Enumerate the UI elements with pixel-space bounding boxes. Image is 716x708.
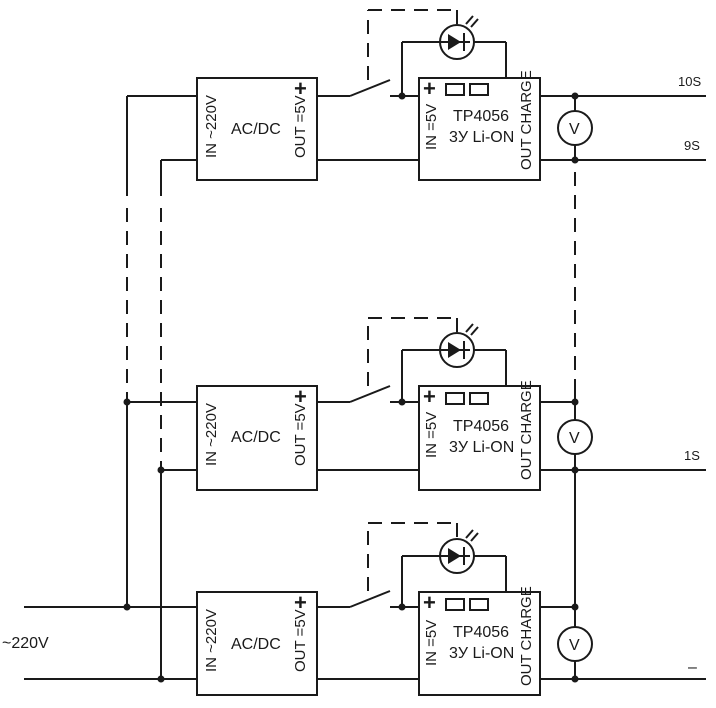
adc-input-label: IN ~220V	[203, 403, 220, 466]
charger-box	[418, 591, 541, 696]
power-switch	[349, 590, 391, 608]
module-stage-bottom: IN ~220V AC/DC OUT =5V + + IN =5V TP4056	[196, 522, 706, 696]
voltmeter-symbol: V	[569, 430, 580, 447]
voltmeter-symbol: V	[569, 121, 580, 138]
cell-label-10s: 10S	[678, 74, 701, 89]
charger-box	[418, 77, 541, 181]
charger-model: TP4056	[453, 624, 509, 641]
adc-output-label: OUT =5V	[292, 95, 309, 158]
module-stage-middle: IN ~220V AC/DC OUT =5V + + IN =5V TP4056	[196, 317, 706, 607]
adc-output-label: OUT =5V	[292, 609, 309, 672]
charger-plus-sign: +	[423, 384, 436, 409]
voltmeter-bottom	[557, 626, 593, 662]
voltmeter-symbol: V	[569, 637, 580, 654]
adc-input-label: IN ~220V	[203, 609, 220, 672]
charger-input-label: IN =5V	[423, 412, 440, 458]
power-switch	[349, 79, 391, 97]
adc-output-label: OUT =5V	[292, 403, 309, 466]
charger-plus-sign: +	[423, 590, 436, 615]
led-indicator	[439, 529, 479, 574]
led-indicator	[439, 323, 479, 368]
cell-label-1s: 1S	[684, 448, 700, 463]
charger-output-label: OUT CHARGE	[518, 586, 535, 686]
adc-name: AC/DC	[231, 121, 281, 138]
adc-plus-sign: +	[294, 384, 307, 409]
charger-cell-type: 3У Li-ON	[449, 129, 514, 146]
module-stage-top: IN ~220V AC/DC OUT =5V + + IN =5V TP4056	[196, 9, 706, 390]
charger-input-label: IN =5V	[423, 620, 440, 666]
charger-input-label: IN =5V	[423, 104, 440, 150]
adc-converter-box	[196, 385, 318, 491]
adc-converter-box	[196, 77, 318, 181]
adc-plus-sign: +	[294, 76, 307, 101]
charger-model: TP4056	[453, 108, 509, 125]
led-indicator	[439, 15, 479, 60]
charger-output-label: OUT CHARGE	[518, 70, 535, 170]
charger-cell-type: 3У Li-ON	[449, 645, 514, 662]
adc-input-label: IN ~220V	[203, 95, 220, 158]
power-switch	[349, 385, 391, 403]
mains-label: ~220V	[2, 635, 49, 652]
adc-name: AC/DC	[231, 636, 281, 653]
charger-cell-type: 3У Li-ON	[449, 439, 514, 456]
cell-label-9s: 9S	[684, 138, 700, 153]
charger-output-label: OUT CHARGE	[518, 380, 535, 480]
voltmeter-top	[557, 110, 593, 146]
charger-model: TP4056	[453, 418, 509, 435]
adc-plus-sign: +	[294, 590, 307, 615]
adc-name: AC/DC	[231, 429, 281, 446]
charger-plus-sign: +	[423, 76, 436, 101]
cell-label-negative: –	[688, 659, 697, 676]
adc-converter-box	[196, 591, 318, 696]
voltmeter-middle	[557, 419, 593, 455]
mains-bus	[24, 95, 197, 683]
